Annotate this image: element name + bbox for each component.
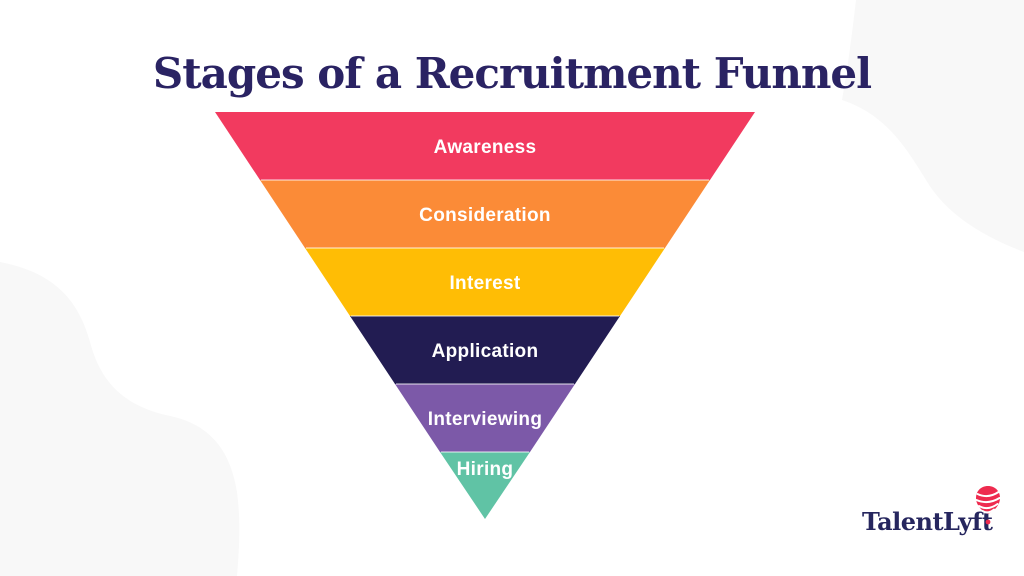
- funnel-stage-interest: [305, 248, 665, 316]
- page-title: Stages of a Recruitment Funnel: [152, 49, 872, 99]
- talentlyft-logo: TalentLyft: [862, 484, 1002, 536]
- stage-label-awareness: Awareness: [434, 137, 537, 158]
- stage-label-interviewing: Interviewing: [428, 409, 542, 430]
- funnel-stage-application: [350, 316, 620, 384]
- funnel-stage-interviewing: [395, 384, 575, 452]
- stage-label-interest: Interest: [449, 273, 520, 294]
- funnel-stage-awareness: [215, 112, 755, 180]
- talentlyft-wordmark: TalentLyft: [862, 507, 993, 536]
- funnel-stage-consideration: [260, 180, 710, 248]
- background-blob-top-right: [842, 0, 1024, 252]
- stage-label-hiring: Hiring: [457, 459, 514, 480]
- stage-label-application: Application: [432, 341, 539, 362]
- stage-label-consideration: Consideration: [419, 205, 551, 226]
- funnel-stage-hiring: [440, 452, 530, 519]
- background-blob-bottom-left: [0, 262, 240, 576]
- hot-air-balloon-icon: [975, 486, 1001, 525]
